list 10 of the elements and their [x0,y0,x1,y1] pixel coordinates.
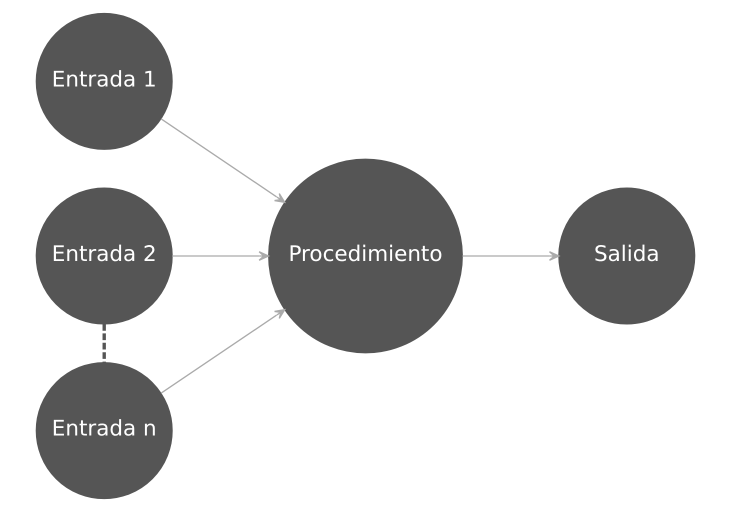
node-circle: Entrada 1 [35,12,172,150]
arrow [160,308,285,394]
connector [102,324,106,363]
arrow [172,251,269,261]
arrow [462,251,560,261]
node-circle: Procedimiento [268,158,462,354]
node-circle: Entrada 2 [35,187,172,325]
node-circle: Entrada n [35,362,172,500]
arrow [160,118,285,204]
node-circle: Salida [558,187,695,325]
